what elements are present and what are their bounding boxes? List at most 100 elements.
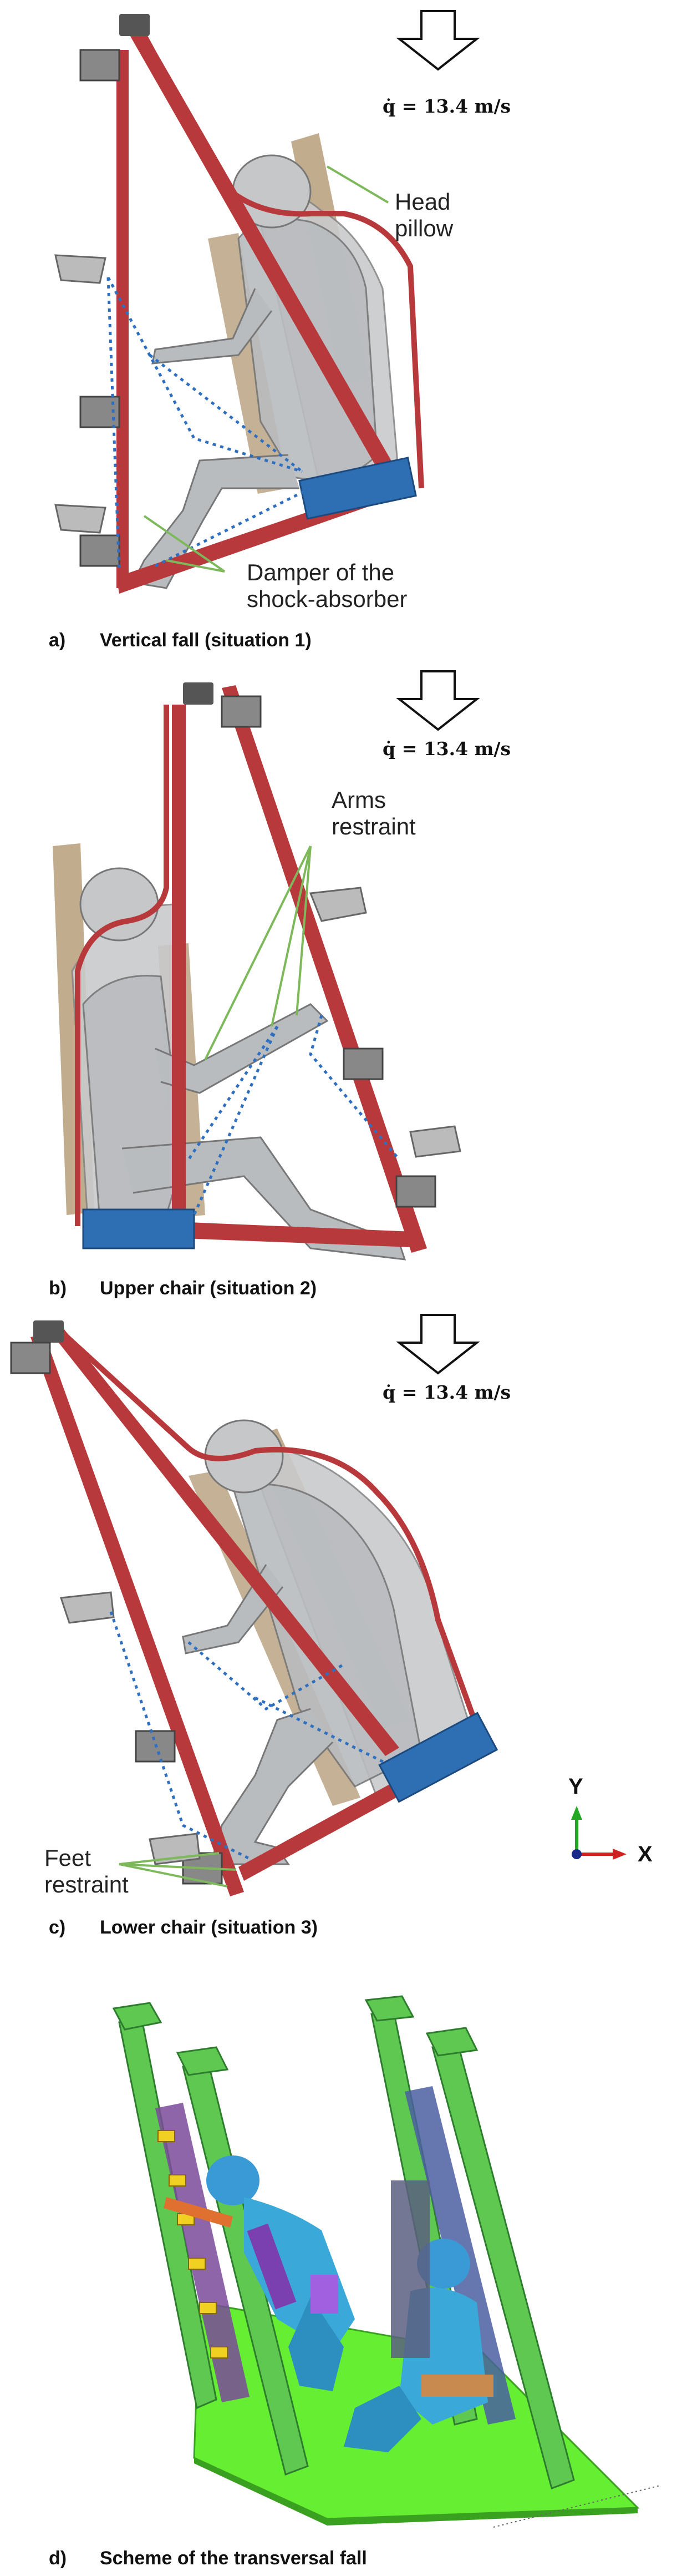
restraint-cable-3 xyxy=(187,1025,279,1161)
dummy-torso xyxy=(232,1483,423,1788)
dummy-head xyxy=(79,867,159,942)
pillar-cap-2 xyxy=(176,2046,229,2076)
clamp-1 xyxy=(157,2130,175,2142)
caption-a: a) Vertical fall (situation 1) xyxy=(49,630,312,651)
bracket-top xyxy=(183,682,213,705)
caption-c-text: Lower chair (situation 3) xyxy=(100,1917,318,1938)
caption-c-letter: c) xyxy=(49,1917,66,1938)
frame-rail-diagonal xyxy=(222,685,427,1253)
head-pillow-label-line2: pillow xyxy=(395,215,454,241)
axis-triad xyxy=(571,1806,627,1860)
bracket-right-2 xyxy=(343,1047,384,1080)
panel-c: q̇ = 13.4 m/s Feet restraint Y X c) Lower… xyxy=(0,1309,682,1964)
panel-a: q̇ = 13.4 m/s Head pillow Damper of the … xyxy=(0,0,682,671)
caption-d-text: Scheme of the transversal fall xyxy=(100,2548,367,2569)
restraint-cable-1 xyxy=(109,1611,251,1860)
arms-restraint-label: Arms restraint xyxy=(332,787,416,840)
axis-x-label: X xyxy=(638,1842,653,1866)
hand-plate xyxy=(54,254,106,284)
orange-bar xyxy=(164,2197,233,2228)
hand-plate xyxy=(59,1591,115,1624)
foot-plate xyxy=(54,504,106,534)
damper-block xyxy=(298,457,417,520)
frame-rail-curved xyxy=(59,1329,485,1743)
caption-c: c) Lower chair (situation 3) xyxy=(49,1917,318,1939)
velocity-label: q̇ = 13.4 m/s xyxy=(383,1381,511,1403)
head-pillow-label: Head pillow xyxy=(395,189,453,242)
frame-rail-left xyxy=(30,1334,244,1896)
restraint-cable-1 xyxy=(106,276,303,473)
damper-leader-1 xyxy=(143,515,226,573)
upper-chair-drawing xyxy=(53,670,480,1261)
frame-rail-vertical xyxy=(172,705,186,1215)
caption-d: d) Scheme of the transversal fall xyxy=(49,2548,367,2569)
caption-a-letter: a) xyxy=(49,630,66,651)
panel-b: q̇ = 13.4 m/s Arms restraint b) Upper cha… xyxy=(0,660,682,1320)
dummy-right xyxy=(344,2180,493,2452)
fall-direction-arrow xyxy=(396,1314,480,1375)
arms-leader-2 xyxy=(271,846,312,1027)
arms-leader-3 xyxy=(296,846,312,1016)
dummy-left xyxy=(206,2155,355,2391)
restraint-cable-2 xyxy=(192,1025,279,1216)
foot-plate xyxy=(409,1125,461,1158)
pillar-cap-1 xyxy=(112,2002,162,2031)
head-pillow-leader xyxy=(326,165,389,204)
restraint-cable-2 xyxy=(187,1641,345,1711)
hand-plate xyxy=(309,887,367,922)
bracket-top xyxy=(119,14,150,36)
caption-b-text: Upper chair (situation 2) xyxy=(100,1278,317,1299)
bracket-left-1 xyxy=(79,49,120,82)
fall-direction-arrow xyxy=(396,670,480,731)
bracket-right-3 xyxy=(395,1175,436,1208)
bracket-right-1 xyxy=(221,695,262,728)
restraint-cable-4 xyxy=(154,487,312,568)
restraint-cable-3 xyxy=(149,354,303,473)
fall-direction-arrow xyxy=(396,10,480,71)
feet-restraint-label-line2: restraint xyxy=(44,1871,129,1897)
pillar-cap-3 xyxy=(364,1995,415,2022)
caption-b-letter: b) xyxy=(49,1278,67,1299)
arms-leader-1 xyxy=(204,846,312,1060)
dummy-arm xyxy=(151,288,273,365)
caption-b: b) Upper chair (situation 2) xyxy=(49,1278,317,1299)
arms-restraint-label-line2: restraint xyxy=(332,813,416,839)
head-pillow-label-line1: Head xyxy=(395,189,451,215)
restraint-cable-3 xyxy=(254,1696,389,1766)
transversal-fall-scheme xyxy=(112,1995,660,2528)
damper-leader-2 xyxy=(166,559,225,573)
velocity-label: q̇ = 13.4 m/s xyxy=(383,738,511,760)
damper-label-line1: Damper of the xyxy=(247,559,395,585)
velocity-label: q̇ = 13.4 m/s xyxy=(383,95,511,117)
vertical-fall-drawing xyxy=(54,10,480,594)
feet-restraint-label: Feet restraint xyxy=(44,1845,129,1898)
feet-leader-3 xyxy=(119,1863,228,1887)
clamp-4 xyxy=(188,2258,206,2270)
damper-label: Damper of the shock-absorber xyxy=(247,559,407,613)
clamp-5 xyxy=(199,2302,217,2314)
frame-rail-diagonal xyxy=(129,29,410,499)
frame-rail-curved xyxy=(75,705,169,1226)
frame-rail-diagonal xyxy=(50,1329,399,1756)
axis-y-label: Y xyxy=(568,1774,583,1799)
clamp-2 xyxy=(169,2174,186,2187)
arms-restraint-label-line1: Arms xyxy=(332,787,386,813)
clamp-6 xyxy=(210,2346,228,2359)
dummy-arm xyxy=(155,1003,329,1094)
pillar-cap-4 xyxy=(425,2027,479,2057)
damper-label-line2: shock-absorber xyxy=(247,586,408,612)
restraint-cable-2 xyxy=(106,277,121,572)
damper-block xyxy=(82,1208,195,1249)
damper-block xyxy=(378,1712,498,1803)
caption-a-text: Vertical fall (situation 1) xyxy=(100,630,312,651)
caption-d-letter: d) xyxy=(49,2548,67,2569)
feet-restraint-label-line1: Feet xyxy=(44,1845,91,1871)
frame-rail-curved xyxy=(140,32,424,489)
restraint-cable-1 xyxy=(309,1015,400,1161)
frame-rail-left xyxy=(116,50,129,588)
bracket-left-3 xyxy=(79,534,120,567)
panel-d: d) Scheme of the transversal fall xyxy=(0,1964,682,2576)
bracket-top xyxy=(33,1320,64,1343)
bracket-left-1 xyxy=(10,1342,51,1374)
feet-leader-2 xyxy=(119,1863,236,1871)
